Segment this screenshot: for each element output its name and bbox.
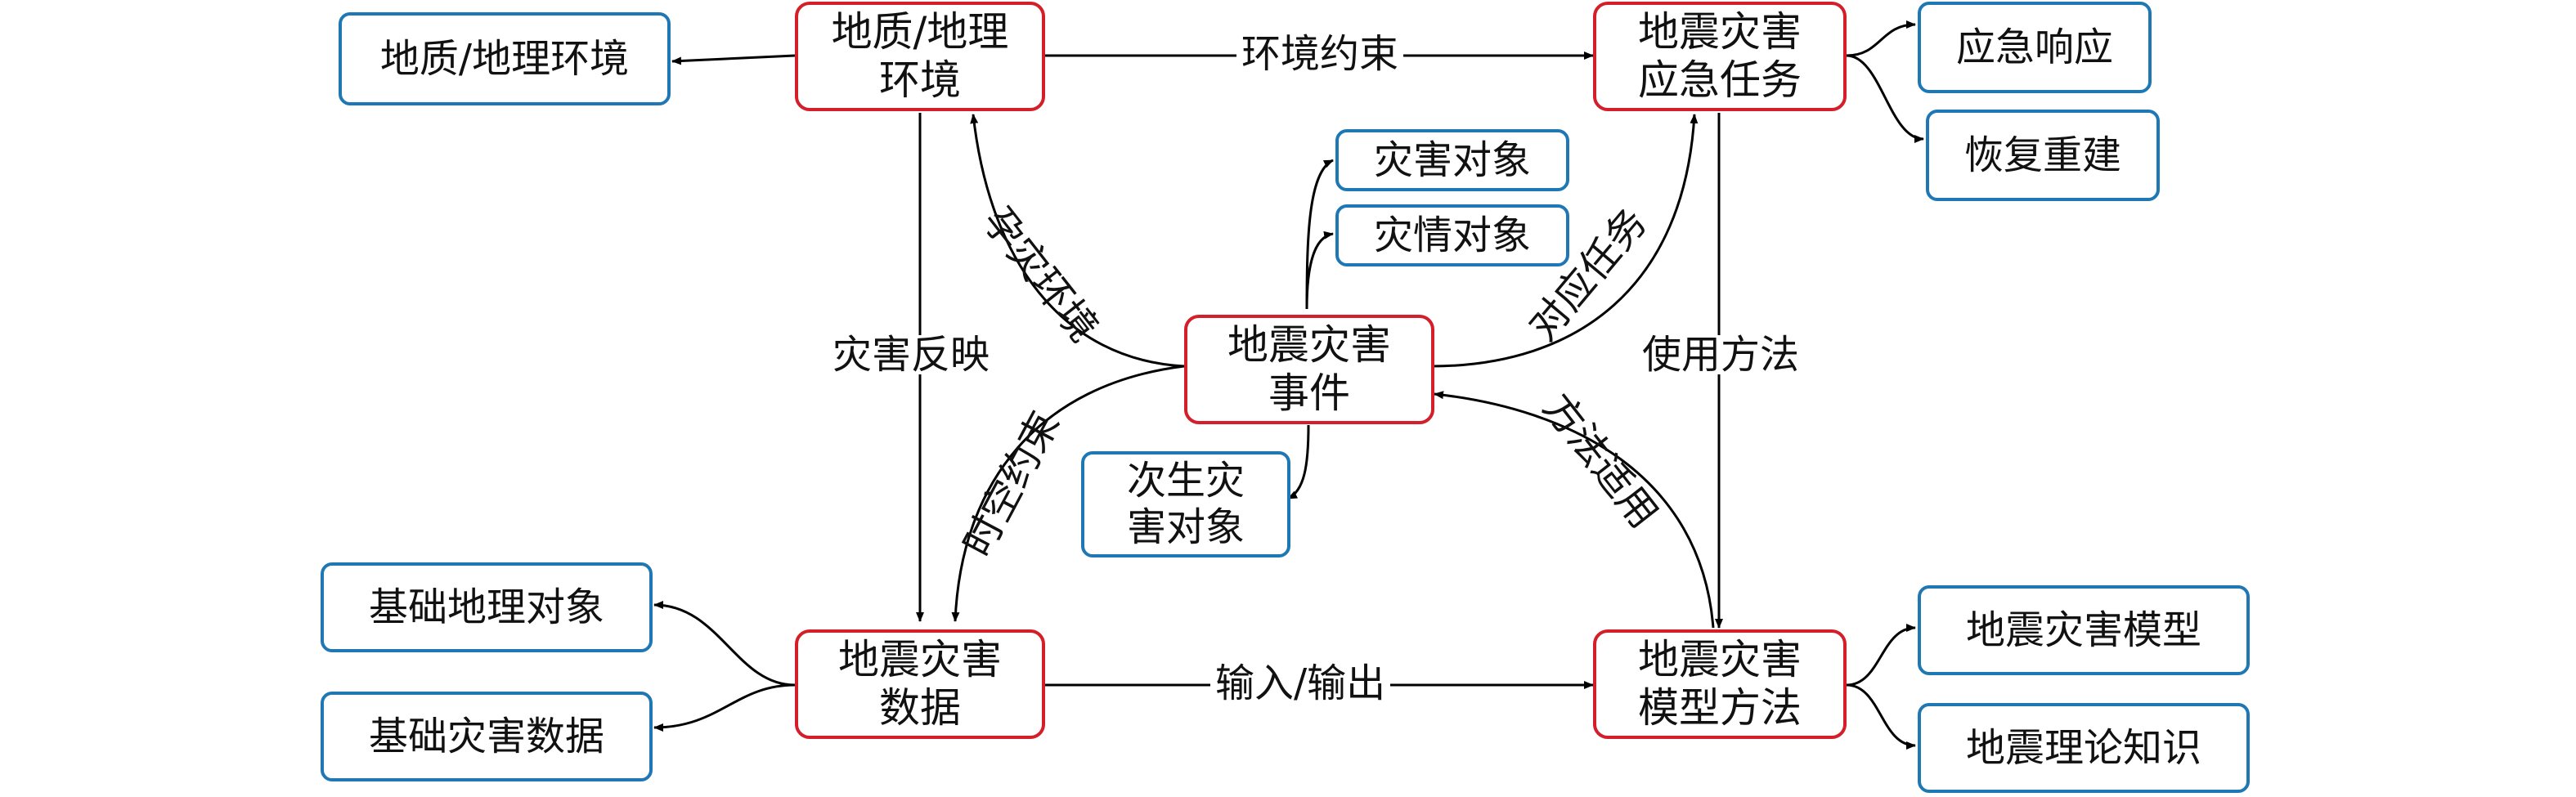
edge-data-to-basic-geo: [653, 601, 796, 687]
node-eq-theory: 地震理论知识: [1918, 703, 2250, 793]
node-recovery: 恢复重建: [1926, 110, 2160, 201]
edge-task-to-recovery: [1846, 54, 1924, 143]
edge-data-to-basic-data: [653, 683, 796, 732]
node-geo-environment-output: 地质/地理环境: [339, 12, 671, 105]
node-emergency-response: 应急响应: [1918, 2, 2152, 93]
edge-task-corr: [1430, 114, 1699, 368]
node-eq-model-output: 地震灾害模型: [1918, 585, 2250, 675]
node-secondary-object: 次生灾害对象: [1081, 451, 1290, 557]
node-earthquake-data: 地震灾害数据: [795, 629, 1045, 739]
node-geo-environment: 地质/地理环境: [795, 2, 1045, 111]
node-situation-object: 灾情对象: [1335, 204, 1569, 266]
edge-event-to-situation-obj: [1305, 231, 1334, 310]
edge-model-to-theory: [1846, 683, 1916, 750]
node-emergency-task: 地震灾害应急任务: [1593, 2, 1847, 111]
label-use-method: 使用方法: [1637, 335, 1805, 374]
edge-task-to-response: [1846, 20, 1916, 57]
node-basic-disaster-data: 基础灾害数据: [321, 692, 653, 781]
label-io: 输入/输出: [1210, 664, 1391, 703]
edge-geo-env-to-output: [671, 54, 796, 65]
node-disaster-object: 灾害对象: [1335, 129, 1569, 191]
label-env-constraint: 环境约束: [1236, 34, 1404, 74]
edge-model-to-model-out: [1846, 624, 1916, 687]
edge-spatiotemporal: [951, 365, 1185, 622]
node-model-method: 地震灾害模型方法: [1593, 629, 1847, 739]
edge-method-apply: [1434, 391, 1715, 629]
node-earthquake-event: 地震灾害事件: [1184, 315, 1434, 424]
edge-hazard-env: [970, 114, 1185, 368]
edge-event-to-secondary-obj: [1287, 424, 1310, 500]
label-disaster-reflect: 灾害反映: [828, 335, 995, 374]
node-basic-geo-object: 基础地理对象: [321, 562, 653, 652]
